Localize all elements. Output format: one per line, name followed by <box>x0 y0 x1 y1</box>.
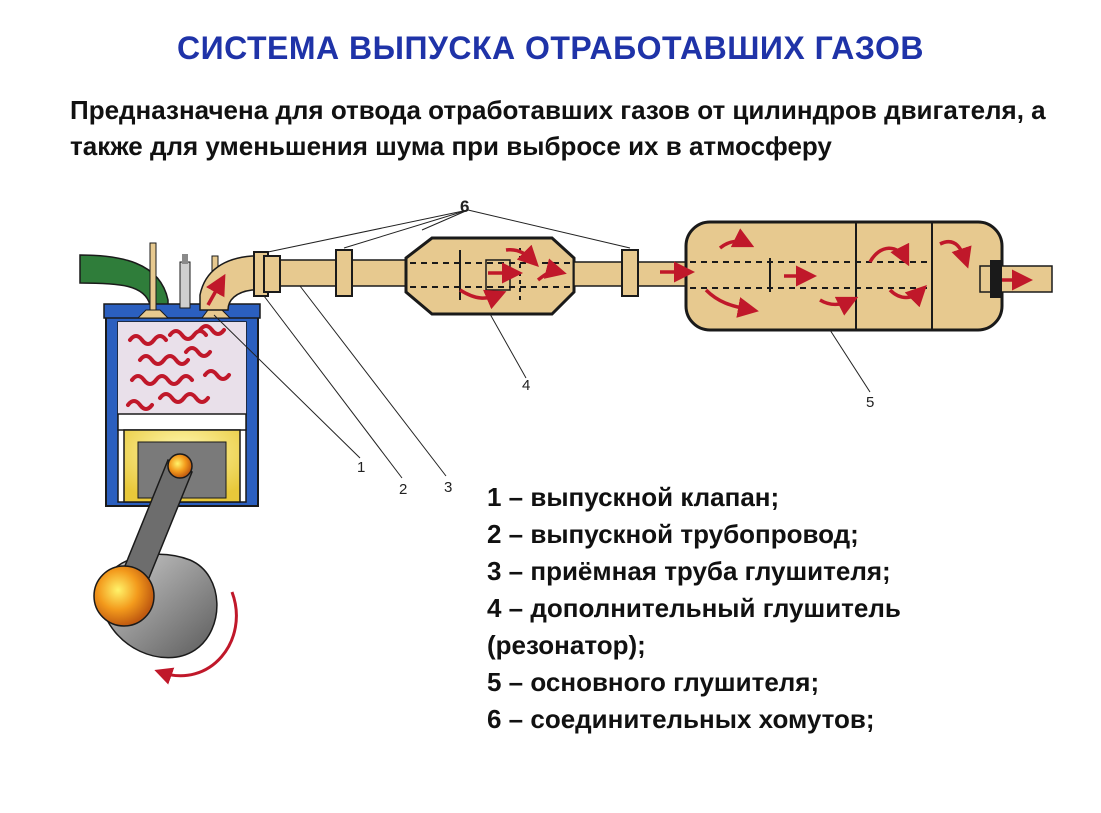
resonator <box>404 236 576 316</box>
callout-6: 6 <box>460 197 469 216</box>
callout-2: 2 <box>399 481 407 498</box>
tail-clamp <box>990 260 1002 298</box>
clamp-2 <box>335 249 353 297</box>
callout-5: 5 <box>866 394 874 411</box>
page-title: СИСТЕМА ВЫПУСКА ОТРАБОТАВШИХ ГАЗОВ <box>177 30 924 66</box>
clamp-3 <box>621 249 639 297</box>
legend-item: (резонатор); <box>487 630 646 660</box>
page-subtitle: Предназначена для отвода отработавших га… <box>70 95 1046 161</box>
piston-pin <box>167 453 193 479</box>
combustion-gases <box>126 324 231 411</box>
legend-item: 2 – выпускной трубопровод; <box>487 519 859 549</box>
spark-plug <box>179 254 191 309</box>
legend-item: 3 – приёмная труба глушителя; <box>487 556 891 586</box>
legend-item: 4 – дополнительный глушитель <box>487 593 901 623</box>
clamp-1 <box>253 251 281 297</box>
intake-valve <box>136 242 170 319</box>
legend-item: 5 – основного глушителя; <box>487 667 820 697</box>
crankshaft-journal <box>93 565 155 627</box>
callout-3: 3 <box>444 479 452 496</box>
gas-flow-arrows <box>205 228 1033 318</box>
callout-4: 4 <box>522 377 530 394</box>
rotation-arrow <box>154 591 238 685</box>
legend-item: 1 – выпускной клапан; <box>487 482 780 512</box>
main-muffler <box>684 220 1004 332</box>
callout-1: 1 <box>357 459 365 476</box>
legend: 1 – выпускной клапан; 2 – выпускной труб… <box>487 479 1047 738</box>
callout-leaders <box>213 209 871 479</box>
legend-item: 6 – соединительных хомутов; <box>487 704 875 734</box>
